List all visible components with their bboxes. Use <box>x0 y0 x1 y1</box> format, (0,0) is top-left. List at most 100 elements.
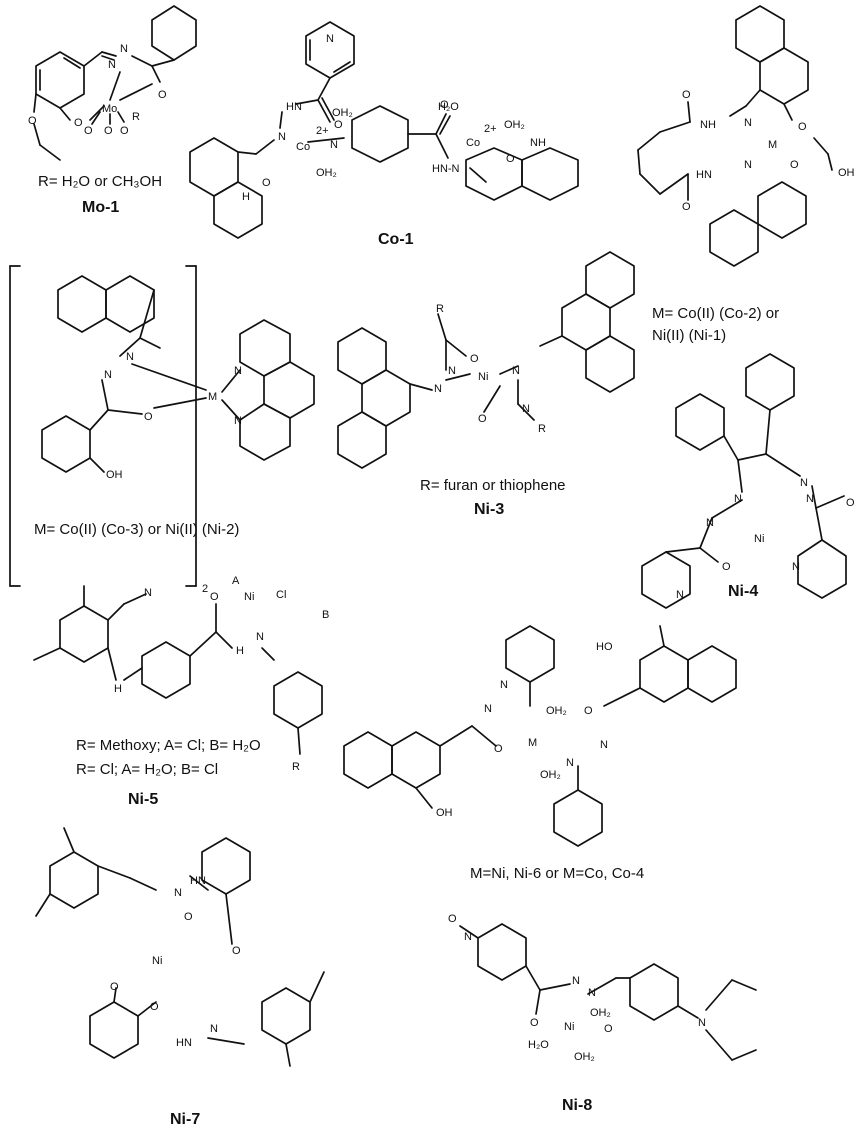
structure-ni-6-co-4: N N O M OH₂ OH₂ O N N HO OH <box>343 625 737 847</box>
co3-metal: M <box>208 391 217 403</box>
caption-co-3-ni-2: M= Co(II) (Co-3) or Ni(II) (Ni-2) <box>34 521 239 538</box>
ni3-anthracene-right-a <box>585 251 635 309</box>
co1-atom-NH2: NH <box>530 137 546 149</box>
co3-phenol-ring <box>41 415 91 473</box>
ni7-metal: Ni <box>152 955 162 967</box>
co1-atom-NH1: H <box>242 191 250 203</box>
co1-atom-OH2-a: OH₂ <box>316 167 337 179</box>
co3-naphthalene-b <box>105 275 155 333</box>
ni6-atom-N4: N <box>566 757 574 769</box>
ni7-atom-O3: O <box>110 981 119 993</box>
caption-ni-5-line2: R= Cl; A= H₂O; B= Cl <box>76 761 218 778</box>
co1-quinolinone-left-ring-b <box>213 181 263 239</box>
mo1-atom-O1: O <box>158 89 167 101</box>
ni5-atom-R: R <box>292 761 300 773</box>
mo1-atom-R: R <box>132 111 140 123</box>
ni7-atom-O2: O <box>232 945 241 957</box>
co3-phen-ring-b <box>263 361 315 419</box>
ni5-atom-B: B <box>322 609 329 621</box>
label-ni-4: Ni-4 <box>728 583 758 600</box>
ni3-atom-N1: N <box>448 365 456 377</box>
ni3-atom-N3: N <box>512 365 520 377</box>
co1-atom-O4: O <box>506 153 515 165</box>
co2-atom-O1: O <box>682 89 691 101</box>
ni8-atom-OH2-a: OH₂ <box>590 1007 611 1019</box>
ni8-atom-N2: N <box>588 987 596 999</box>
label-ni-3: Ni-3 <box>474 501 504 518</box>
ni5-aryl-ring <box>273 671 323 729</box>
ni6-naphthol-right-b <box>687 645 737 703</box>
ni4-atom-N-pyl: N <box>676 589 684 601</box>
co1-quinolinone-left-ring-a <box>189 137 239 197</box>
co1-atom-O3: O <box>440 99 449 111</box>
co3-phen-ring-a <box>239 319 291 377</box>
co1-atom-O1: O <box>334 119 343 131</box>
mo1-phenyl-ring <box>151 5 197 61</box>
ni4-atom-O1: O <box>846 497 855 509</box>
structure-co-1: N O HN N Co 2+ N OH₂ OH₂ O H O H₂O Co 2+… <box>189 21 579 239</box>
co2-ethanol-OH: OH <box>838 167 855 179</box>
co1-charge-left: 2+ <box>316 125 329 137</box>
co3-atom-O: O <box>144 411 153 423</box>
ni6-atom-OH2-a: OH₂ <box>546 705 567 717</box>
ni5-atom-N2: H <box>236 645 244 657</box>
ni7-atom-N1: N <box>174 887 182 899</box>
ni4-atom-N3: N <box>806 493 814 505</box>
co2-metal: M <box>768 139 777 151</box>
ni8-atom-H2O: H₂O <box>528 1039 549 1051</box>
co1-metal-right: Co <box>466 137 480 149</box>
ni7-dimethoxyphenyl-bottom <box>261 987 311 1045</box>
caption-mo-1: R= H₂O or CH₃OH <box>38 173 162 190</box>
mo1-atom-O5: O <box>104 125 113 137</box>
ni8-atom-O-oxide: O <box>448 913 457 925</box>
ni4-atom-N1: N <box>800 477 808 489</box>
ni6-atom-N3: N <box>600 739 608 751</box>
ni5-mesityl-ring <box>59 605 109 663</box>
co1-metal-left: Co <box>296 141 310 153</box>
ni8-aminophenol-ring <box>629 963 679 1021</box>
ni4-pyridine-left <box>641 551 691 609</box>
ni5-atom-N1: N <box>256 631 264 643</box>
co2-atom-NH1: NH <box>700 119 716 131</box>
co2-atom-N1: N <box>744 117 752 129</box>
ni7-atom-N2: N <box>210 1023 218 1035</box>
co3-atom-N2: N <box>126 351 134 363</box>
co3-atom-OH: OH <box>106 469 123 481</box>
structure-ni-4: N N N O N Ni O N N <box>641 353 855 609</box>
ni8-atom-OH2-b: OH₂ <box>574 1051 595 1063</box>
ni6-naphthol-left-b <box>343 731 393 789</box>
ni3-anthracene-left-b <box>361 369 411 427</box>
ni4-atom-N2: N <box>734 493 742 505</box>
co2-naphthalene-top-b <box>759 47 809 105</box>
co1-pyridine-ring-top <box>305 21 355 79</box>
ni3-atom-N4: N <box>522 403 530 415</box>
co1-atom-H2O: H₂O <box>438 101 459 113</box>
co1-atom-HN2: HN-N <box>432 163 460 175</box>
mo1-atom-O4: O <box>84 125 93 137</box>
ni8-atom-O1: O <box>530 1017 539 1029</box>
co3-atom-N-phen1: N <box>234 365 242 377</box>
structure-co-3-ni-2: 2 N N O OH M N N <box>9 265 315 595</box>
co2-atom-N2: N <box>744 159 752 171</box>
ni3-anthracene-left-c <box>337 411 387 469</box>
ni5-atom-A: A <box>232 575 240 587</box>
ni4-phenyl-left <box>675 393 725 451</box>
co2-atom-O2: O <box>798 121 807 133</box>
mo1-atom-N1: N <box>120 43 128 55</box>
ni4-pyridine-right <box>797 539 847 599</box>
mo1-benzene-ring <box>35 51 85 109</box>
ni5-atom-NH: H <box>114 683 122 695</box>
mo1-atom-N2: N <box>108 59 116 71</box>
ni6-atom-N1: N <box>500 679 508 691</box>
co3-naphthalene-a <box>57 275 107 333</box>
co1-atom-N1: N <box>278 131 286 143</box>
ni7-atom-HN2: HN <box>176 1037 192 1049</box>
caption-ni-3: R= furan or thiophene <box>420 477 566 494</box>
structure-ni-5: N H O A Cl Ni N H B R <box>33 575 329 773</box>
structure-ni-3: R O N N Ni N N O R <box>337 251 635 469</box>
ni6-atom-OH: OH <box>436 807 453 819</box>
ni6-atom-O1: O <box>494 743 503 755</box>
co2-naphthalene-bottom-a <box>757 181 807 239</box>
